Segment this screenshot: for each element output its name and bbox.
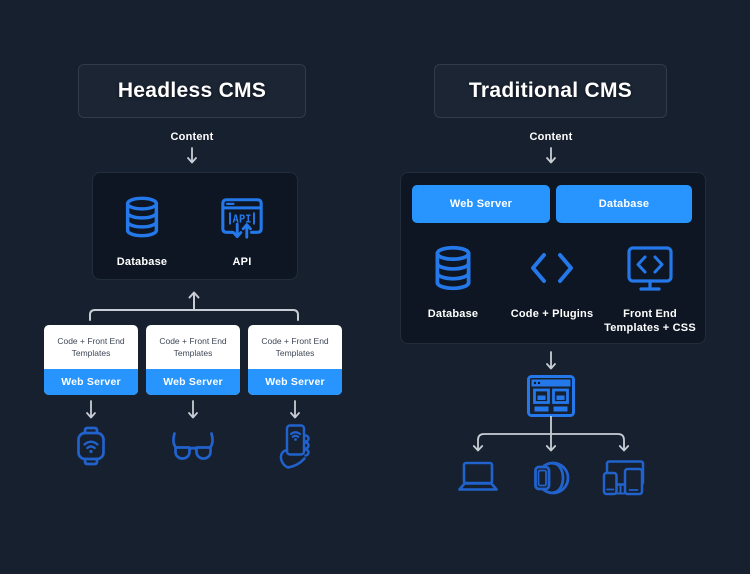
content-label-left: Content: [170, 131, 214, 143]
web-server-card: Code + Front End Templates Web Server: [44, 325, 138, 395]
web-server-bar: Web Server: [248, 369, 342, 395]
traditional-cms-title-label: Traditional CMS: [468, 79, 633, 102]
database-label: Database: [116, 256, 168, 268]
website-browser-icon: [527, 375, 575, 417]
arrow-down-icon: [546, 351, 556, 370]
database-label: Database: [427, 308, 479, 320]
arrow-down-icon: [187, 147, 197, 164]
database-icon: [125, 196, 159, 238]
responsive-devices-icon: [602, 460, 645, 496]
api-label: API: [232, 256, 252, 268]
phone-in-hand-icon: [279, 424, 310, 469]
card-top-label: Code + Front End Templates: [159, 335, 227, 358]
database-icon: [435, 245, 471, 291]
bracket-up-arrow-connector: [89, 291, 299, 321]
branch-down-arrows-connector: [472, 416, 630, 452]
arrow-down-icon: [290, 400, 300, 419]
card-top-label: Code + Front End Templates: [57, 335, 125, 358]
monitor-code-icon: [627, 246, 673, 291]
code-brackets-icon: [531, 253, 573, 283]
laptop-icon: [458, 461, 498, 491]
web-server-bar: Web Server: [44, 369, 138, 395]
headless-cms-title-label: Headless CMS: [117, 79, 267, 102]
frontend-templates-label: Front End Templates + CSS: [604, 308, 696, 335]
arrow-down-icon: [546, 147, 556, 164]
arrow-down-icon: [188, 400, 198, 419]
api-icon-text: API: [232, 213, 251, 225]
traditional-cms-title: Traditional CMS: [434, 64, 667, 118]
card-top-label: Code + Front End Templates: [261, 335, 329, 358]
smart-glasses-icon: [172, 432, 214, 460]
web-server-card: Code + Front End Templates Web Server: [146, 325, 240, 395]
headless-cms-title: Headless CMS: [78, 64, 306, 118]
content-label-right: Content: [529, 131, 573, 143]
web-server-bar: Web Server: [146, 369, 240, 395]
smartwatch-icon: [77, 426, 105, 466]
web-server-card: Code + Front End Templates Web Server: [248, 325, 342, 395]
api-icon: API: [221, 198, 263, 239]
arrow-down-icon: [86, 400, 96, 419]
database-button: Database: [556, 185, 692, 223]
code-plugins-label: Code + Plugins: [510, 308, 594, 320]
web-server-button: Web Server: [412, 185, 550, 223]
smartwatch-side-icon: [534, 461, 570, 495]
